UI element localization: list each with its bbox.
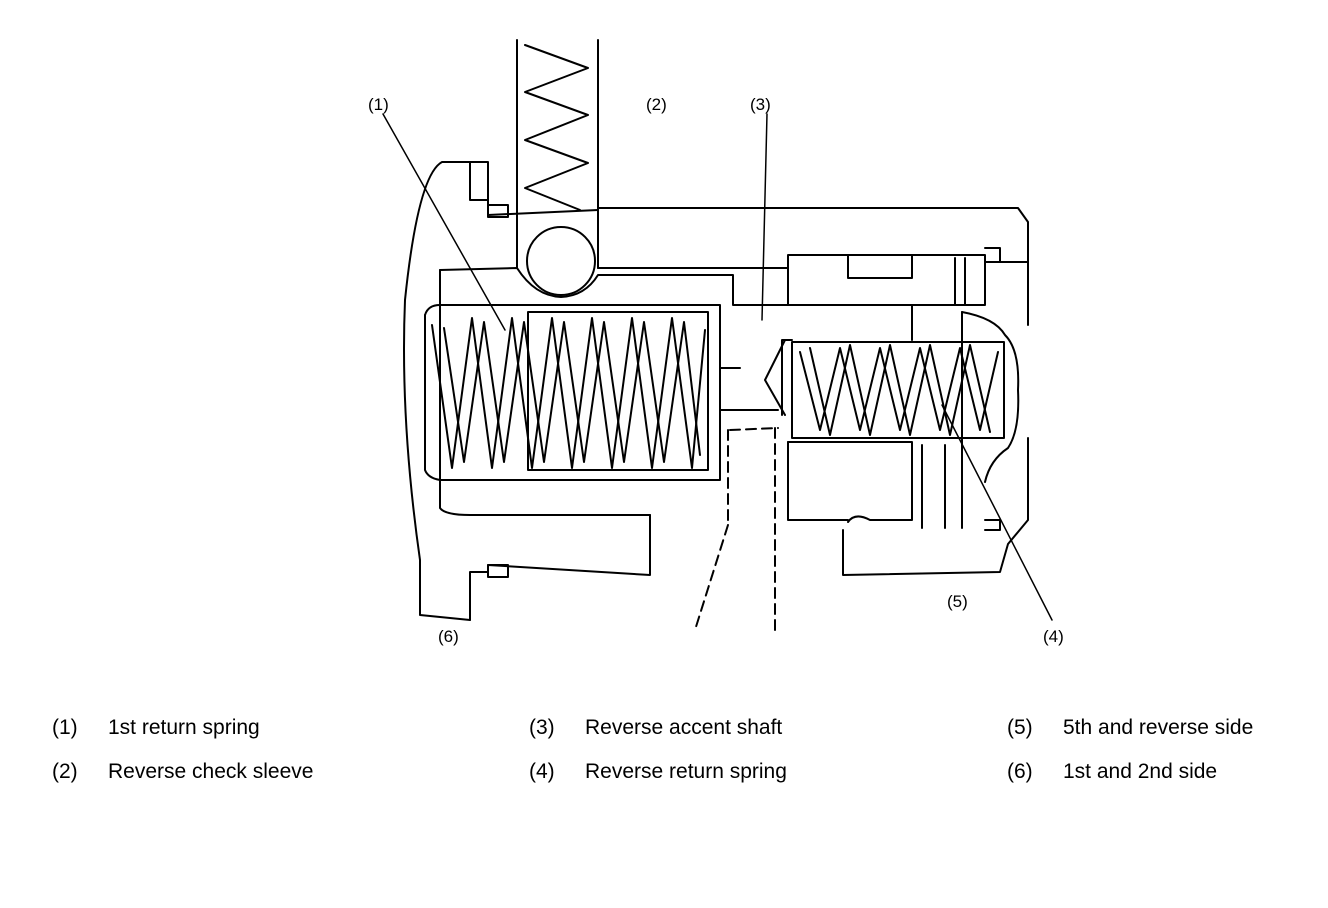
- callout-5: (5): [947, 592, 968, 611]
- reverse-return-spring: [791, 341, 1005, 439]
- legend-number: (2): [52, 760, 78, 783]
- legend-item-4: (4) Reverse return spring: [529, 760, 787, 784]
- legend-item-2: (2) Reverse check sleeve: [52, 760, 313, 784]
- callout-4: (4): [1043, 627, 1064, 646]
- reverse-accent-shaft: [764, 247, 1029, 531]
- legend-label: 1st and 2nd side: [1063, 760, 1218, 783]
- legend-label: 5th and reverse side: [1063, 716, 1254, 739]
- legend-number: (1): [52, 716, 78, 739]
- detent-spring-housing: [516, 39, 599, 296]
- legend-label: Reverse accent shaft: [585, 716, 783, 739]
- detent-spring: [524, 44, 589, 211]
- reverse-check-sleeve-body: [403, 161, 1029, 621]
- legend-item-3: (3) Reverse accent shaft: [529, 716, 782, 740]
- reverse-check-mechanism-diagram: (1) (2) (3) (4) (5) (6): [368, 39, 1064, 646]
- legend-label: 1st return spring: [108, 716, 260, 739]
- legend-number: (3): [529, 716, 555, 739]
- callout-2: (2): [646, 95, 667, 114]
- legend-item-6: (6) 1st and 2nd side: [1007, 760, 1217, 784]
- callout-1: (1): [368, 95, 389, 114]
- callout-3: (3): [750, 95, 771, 114]
- spring-cup: [424, 267, 789, 516]
- legend-number: (6): [1007, 760, 1033, 783]
- legend-item-1: (1) 1st return spring: [52, 716, 260, 740]
- shaft-center-lines: [694, 427, 779, 631]
- legend-label: Reverse check sleeve: [108, 760, 314, 783]
- legend-number: (5): [1007, 716, 1033, 739]
- leader-lines: [382, 113, 1053, 621]
- legend-item-5: (5) 5th and reverse side: [1007, 716, 1253, 740]
- snap-ring-bottom: [487, 564, 509, 578]
- legend-number: (4): [529, 760, 555, 783]
- callout-6: (6): [438, 627, 459, 646]
- detent-ball: [526, 226, 596, 296]
- snap-ring-top: [487, 204, 509, 218]
- legend-label: Reverse return spring: [585, 760, 787, 783]
- first-return-spring: [431, 317, 706, 469]
